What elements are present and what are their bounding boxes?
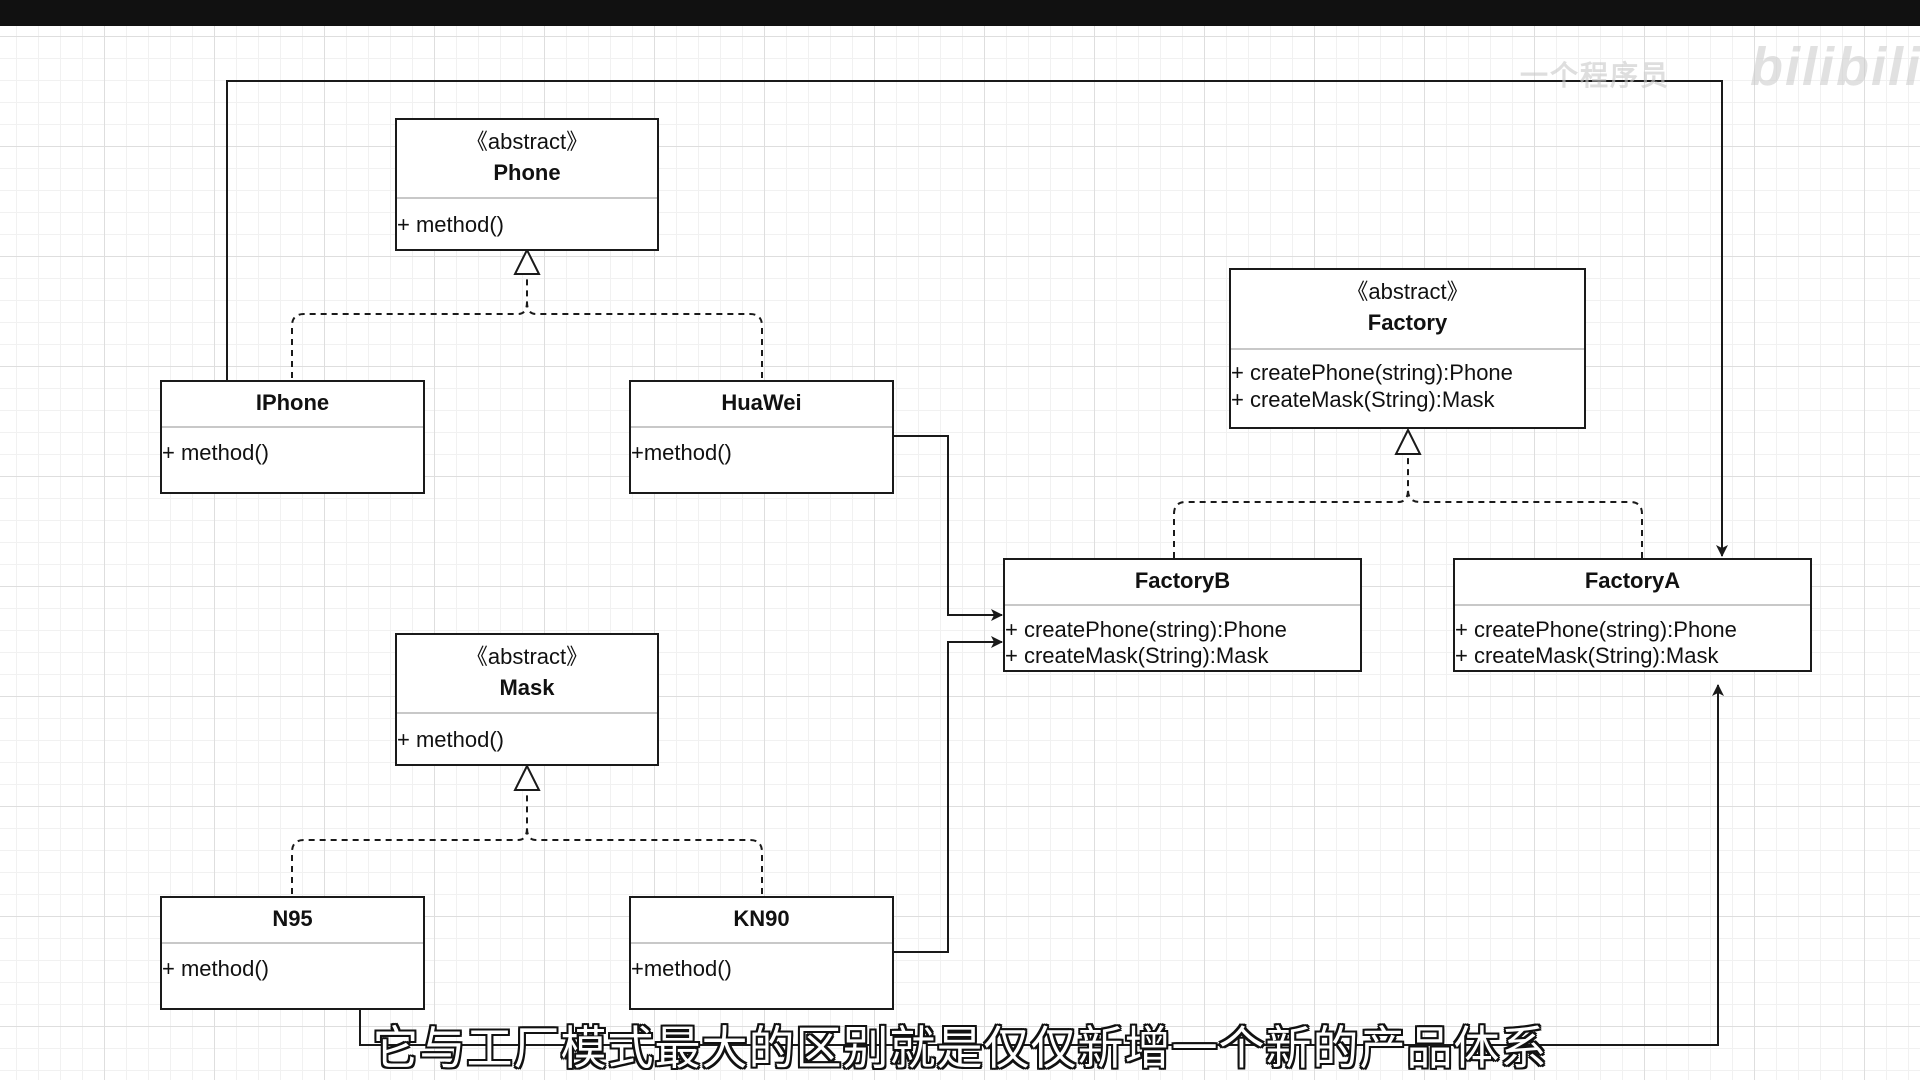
class-mask-stereotype: 《abstract》 <box>465 644 589 669</box>
association-huawei-to-factoryb <box>894 435 1003 621</box>
realization-mask <box>291 763 763 894</box>
class-factoryb-name: FactoryB <box>1134 568 1231 593</box>
triangle-phone-icon <box>513 247 541 275</box>
class-huawei-name: HuaWei <box>721 390 802 415</box>
triangle-mask-icon <box>513 763 541 791</box>
triangle-factory-icon <box>1394 427 1422 455</box>
bilibili-logo: bilibili <box>1750 37 1920 97</box>
class-kn90-method: +method() <box>631 956 732 981</box>
class-phone[interactable]: 《abstract》 Phone + method() <box>395 118 659 251</box>
class-factoryb[interactable]: FactoryB + createPhone(string):Phone + c… <box>1003 558 1362 672</box>
class-phone-method: + method() <box>397 212 504 237</box>
realization-phone <box>291 247 763 378</box>
realization-n95-to-mask <box>291 790 528 894</box>
video-top-bar <box>0 0 1920 26</box>
class-kn90-header: KN90 <box>631 898 892 944</box>
class-n95[interactable]: N95 + method() <box>160 896 425 1010</box>
class-kn90-name: KN90 <box>733 906 790 931</box>
bilibili-watermark: 一个程序员 bilibili <box>1520 36 1920 106</box>
class-n95-name: N95 <box>272 906 313 931</box>
realization-factorya-to-factory <box>1407 489 1643 558</box>
realization-huawei-to-phone <box>526 301 763 378</box>
realization-factory <box>1173 427 1643 558</box>
class-factorya[interactable]: FactoryA + createPhone(string):Phone + c… <box>1453 558 1812 672</box>
class-huawei-method: +method() <box>631 440 732 465</box>
class-factory-method: + createPhone(string):Phone <box>1231 360 1513 385</box>
class-mask[interactable]: 《abstract》 Mask + method() <box>395 633 659 766</box>
class-factorya-method: + createMask(String):Mask <box>1455 643 1719 668</box>
class-huawei-header: HuaWei <box>631 382 892 428</box>
class-factory-stereotype: 《abstract》 <box>1346 279 1469 304</box>
class-huawei[interactable]: HuaWei +method() <box>629 380 894 494</box>
class-n95-header: N95 <box>162 898 423 944</box>
class-mask-header: 《abstract》 Mask <box>397 635 657 714</box>
realization-factoryb-to-factory <box>1173 454 1409 558</box>
class-phone-name: Phone <box>493 160 561 185</box>
class-iphone-method: + method() <box>162 440 269 465</box>
class-iphone[interactable]: IPhone + method() <box>160 380 425 494</box>
video-subtitle: 它与工厂模式最大的区别就是仅仅新增一个新的产品体系 <box>372 1021 1548 1075</box>
realization-iphone-to-phone <box>291 272 528 378</box>
class-iphone-name: IPhone <box>255 390 330 415</box>
class-factory[interactable]: 《abstract》 Factory + createPhone(string)… <box>1229 268 1586 429</box>
class-phone-header: 《abstract》 Phone <box>397 120 657 199</box>
class-factoryb-header: FactoryB <box>1005 560 1360 606</box>
class-factory-name: Factory <box>1367 310 1448 335</box>
diagram-canvas <box>0 26 1920 1080</box>
class-factorya-header: FactoryA <box>1455 560 1810 606</box>
class-factory-method: + createMask(String):Mask <box>1231 387 1495 412</box>
class-factorya-method: + createPhone(string):Phone <box>1455 617 1737 642</box>
association-kn90-to-factoryb <box>894 636 1003 953</box>
class-factory-header: 《abstract》 Factory <box>1231 270 1584 350</box>
class-mask-name: Mask <box>499 675 555 700</box>
class-iphone-header: IPhone <box>162 382 423 428</box>
class-kn90[interactable]: KN90 +method() <box>629 896 894 1010</box>
class-factoryb-method: + createPhone(string):Phone <box>1005 617 1287 642</box>
association-iphone-to-factorya <box>226 80 1728 557</box>
class-factorya-name: FactoryA <box>1584 568 1681 593</box>
class-n95-method: + method() <box>162 956 269 981</box>
uploader-watermark: 一个程序员 <box>1520 60 1671 91</box>
class-mask-method: + method() <box>397 727 504 752</box>
class-phone-stereotype: 《abstract》 <box>465 129 589 154</box>
class-factoryb-method: + createMask(String):Mask <box>1005 643 1269 668</box>
association-n95-to-factorya <box>359 684 1724 1046</box>
realization-kn90-to-mask <box>526 827 763 894</box>
